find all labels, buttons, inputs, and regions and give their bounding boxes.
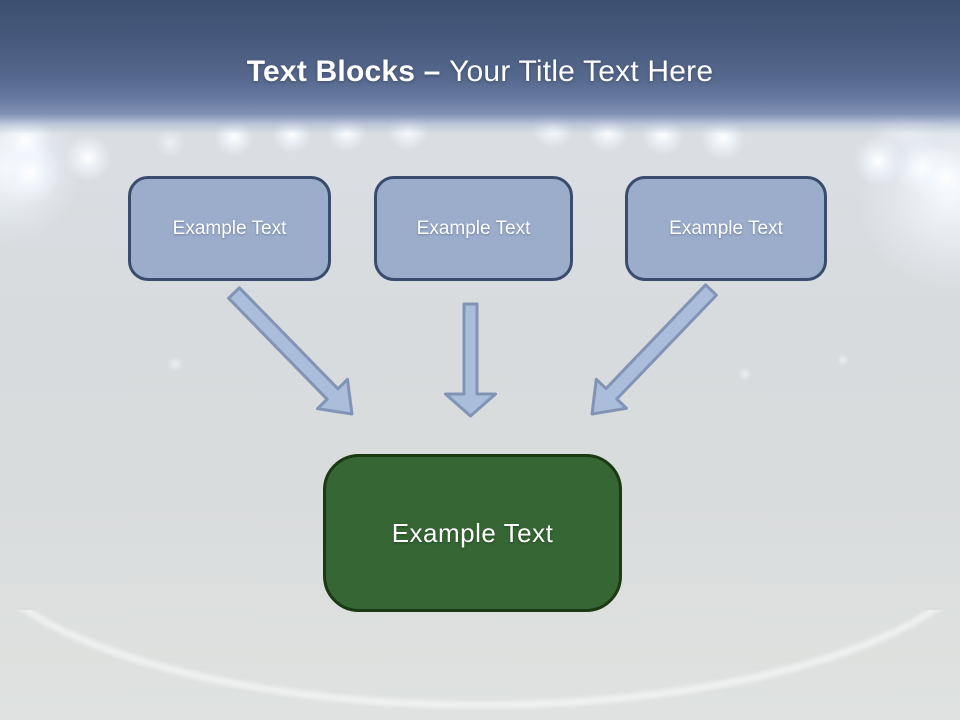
stadium-light <box>853 136 903 186</box>
result-block: Example Text <box>323 454 622 612</box>
title-banner: Text Blocks – Your Title Text Here <box>0 0 960 134</box>
title-separator: – <box>415 55 450 88</box>
text-block-1-label: Example Text <box>172 217 287 239</box>
stadium-light <box>738 367 752 381</box>
title-bold-text: Text Blocks <box>246 55 416 88</box>
text-block-2: Example Text <box>374 176 573 281</box>
text-block-3-label: Example Text <box>669 217 783 239</box>
text-block-3: Example Text <box>625 176 827 281</box>
stadium-light <box>837 354 849 366</box>
text-block-1: Example Text <box>128 176 331 281</box>
slide-title: Text Blocks – Your Title Text Here <box>0 55 960 89</box>
text-block-2-label: Example Text <box>416 217 531 239</box>
title-regular-text: Your Title Text Here <box>449 55 714 88</box>
result-block-label: Example Text <box>391 517 554 548</box>
field-line-arc <box>20 610 940 709</box>
stadium-light <box>64 134 112 182</box>
stadium-light <box>167 356 183 372</box>
stadium-light <box>0 141 62 205</box>
stadium-light <box>916 147 960 209</box>
